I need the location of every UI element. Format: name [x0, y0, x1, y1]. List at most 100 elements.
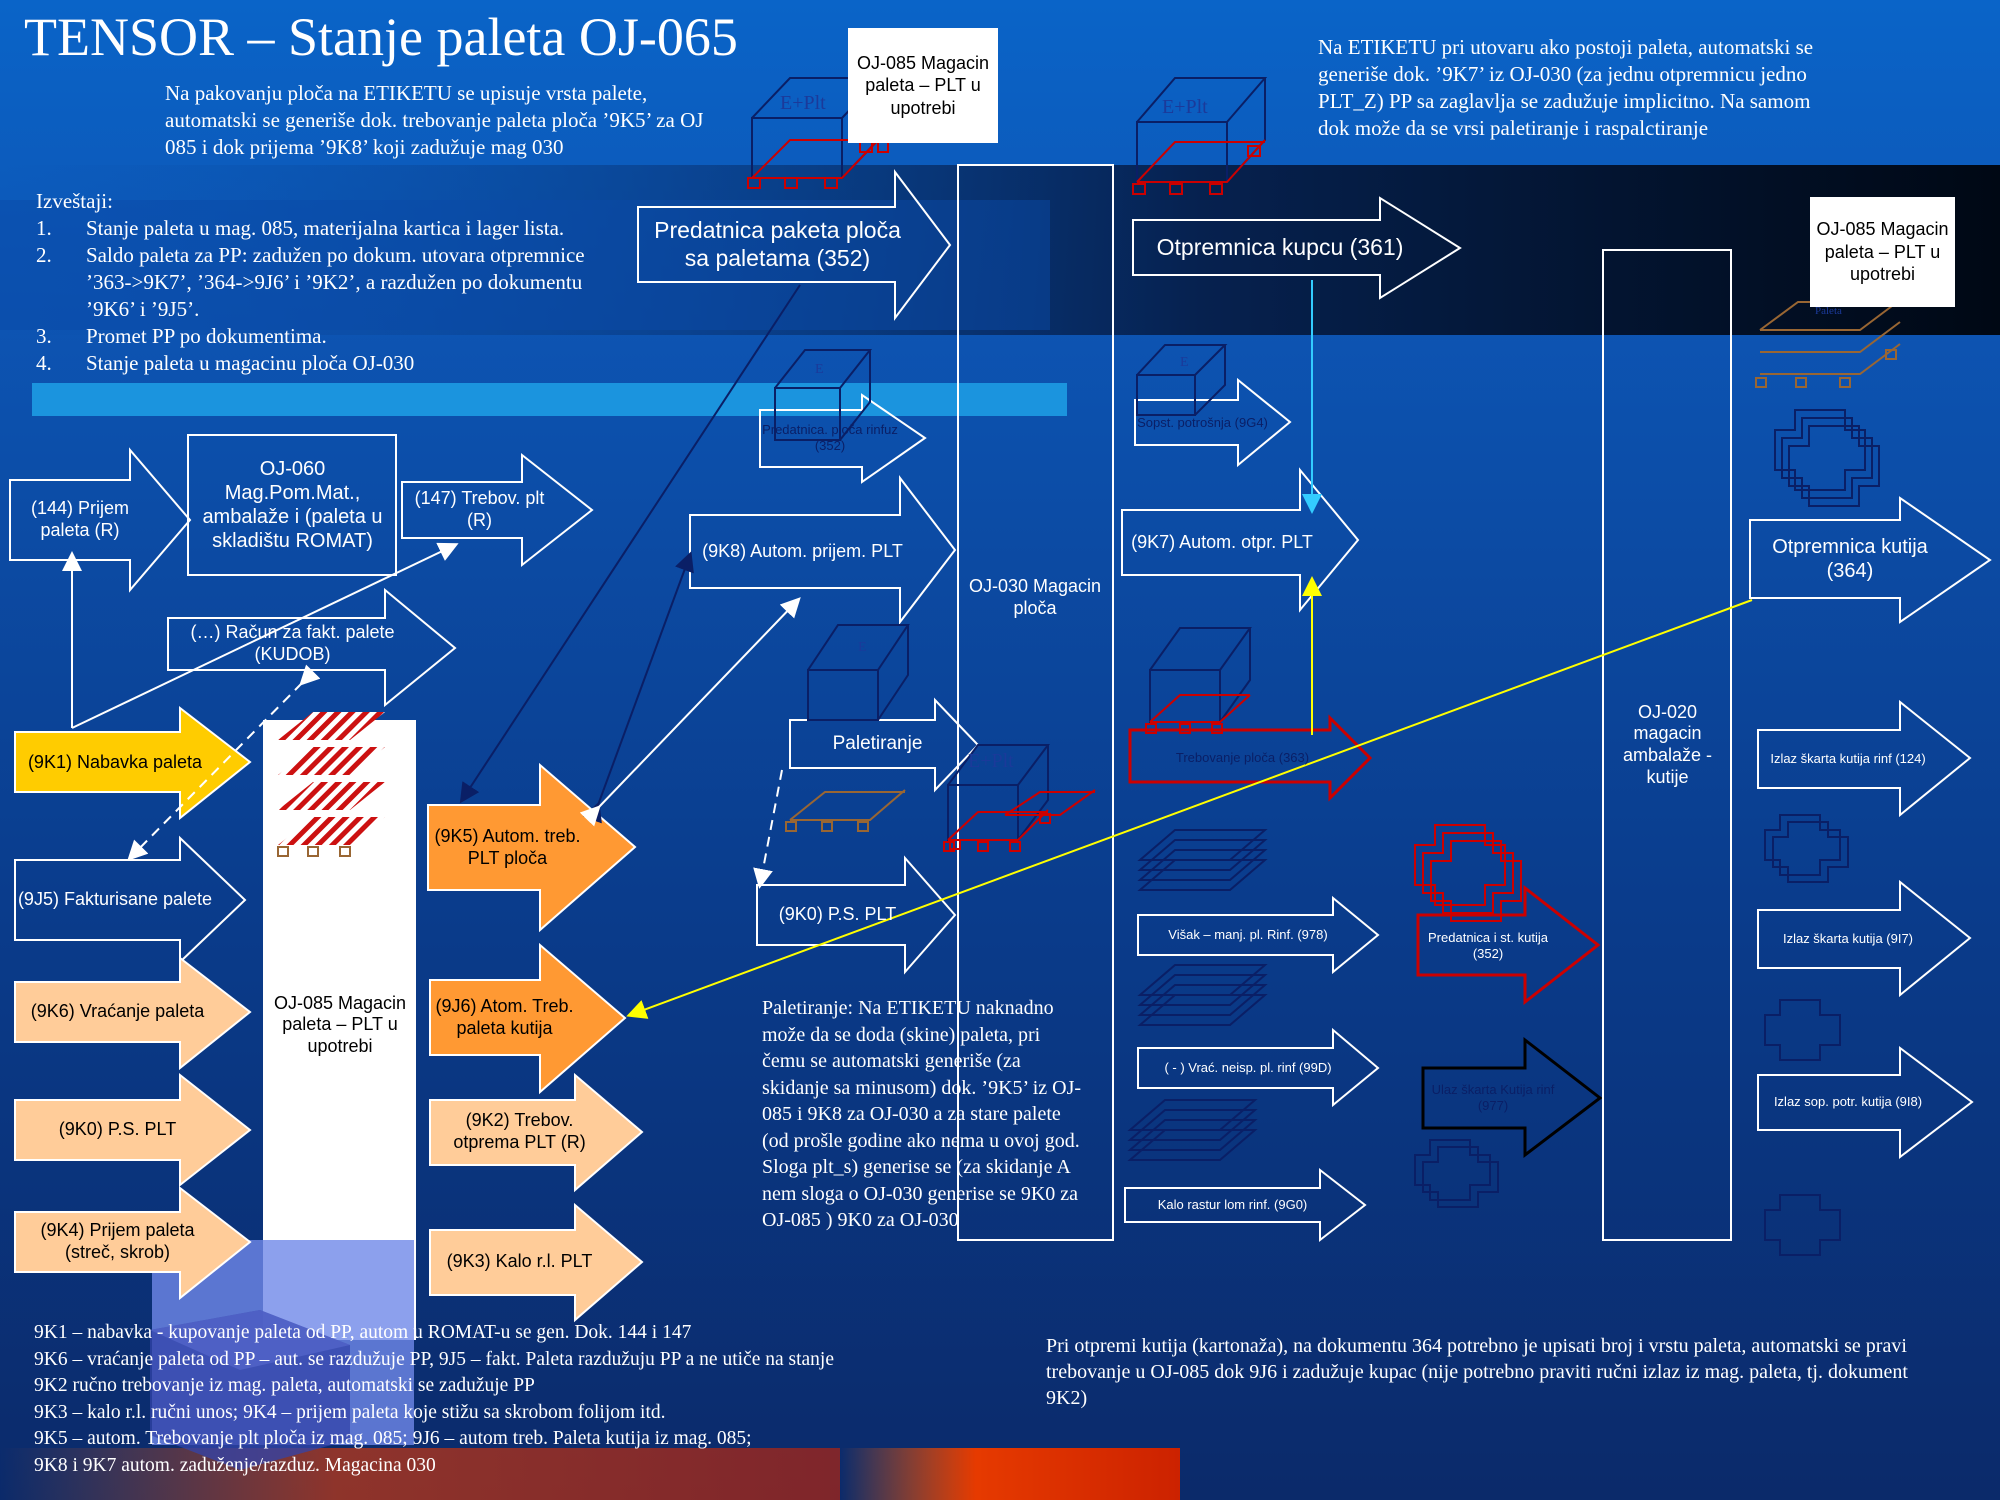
arrow-vrac-label: ( - ) Vrać. neisp. pl. rinf (99D) [1164, 1060, 1332, 1076]
reports-title: Izveštaji: [36, 189, 113, 213]
arrow-racun-label: (…) Račun za fakt. palete (KUDOB) [190, 622, 395, 664]
arrow-izlaz9i8-label: Izlaz sop. potr. kutija (9I8) [1773, 1094, 1923, 1110]
oj030-label: OJ-030 Magacin ploča [968, 575, 1102, 618]
arrow-9j6 [429, 942, 627, 1095]
oj085-top-box: OJ-085 Magacin paleta – PLT u upotrebi [848, 28, 998, 143]
arrow-9k4-label: (9K4) Prijem paleta (streč, skrob) [40, 1220, 195, 1262]
arrow-pred-kutija [1416, 884, 1601, 1006]
arrow-9k3-label: (9K3) Kalo r.l. PLT [446, 1251, 593, 1272]
report-item: Stanje paleta u mag. 085, materijalna ka… [86, 216, 565, 240]
oj085-main-label: OJ-085 Magacin paleta – PLT u upotrebi [273, 992, 407, 1056]
arrow-paletiranje-label: Paletiranje [832, 732, 923, 754]
arrow-352-label: Predatnica paketa ploča sa paletama (352… [654, 217, 901, 271]
box-label: E [858, 640, 867, 655]
arrow-izlaz124 [1757, 699, 1972, 818]
arrow-9k7-label: (9K7) Autom. otpr. PLT [1131, 532, 1313, 553]
pallet-label: E+Plt [780, 92, 826, 114]
arrow-9k1-label: (9K1) Nabavka paleta [27, 751, 203, 772]
carton-icon [1414, 409, 1880, 1256]
pallet-stack-icon [277, 712, 385, 857]
arrow-361 [1132, 196, 1462, 300]
box-icon [774, 344, 1252, 841]
arrow-visak-label: Višak – manj. pl. Rinf. (978) [1168, 927, 1328, 943]
reports-list: Izveštaji: 1.Stanje paleta u mag. 085, m… [36, 188, 596, 377]
arrow-pred-kutija-label: Predatnica i st. kutija (352) [1428, 929, 1548, 961]
arrow-kalo [1124, 1167, 1367, 1243]
arrow-izlaz9i8 [1757, 1046, 1974, 1160]
pallet-label: E+Plt [1162, 96, 1208, 118]
arrow-364 [1749, 496, 1992, 624]
red-bar [840, 1448, 1180, 1500]
oj020-label: OJ-020 magacin ambalaže - kutije [1622, 701, 1713, 787]
paleta-label: Paleta [1815, 305, 1842, 317]
pallet-icon [785, 299, 1901, 832]
arrow-9k0-left-label: (9K0) P.S. PLT [58, 1119, 177, 1140]
arrow-treb363-label: Trebovanje ploča (363) [1175, 749, 1310, 765]
oj085-right-box: OJ-085 Magacin paleta – PLT u upotrebi [1810, 197, 1955, 307]
arrow-9k0-left [14, 1072, 252, 1188]
arrow-izlaz9i7-label: Izlaz škarta kutija (9I7) [1782, 931, 1914, 947]
arrow-ulaz-skarta-label: Ulaz škarta Kutija rinf (977) [1431, 1082, 1555, 1113]
note-paletiranje: Paletiranje: Na ETIKETU naknadno može da… [762, 997, 1082, 1231]
arrow-9k0-mid-label: (9K0) P.S. PLT [778, 904, 897, 925]
arrow-9k2 [429, 1072, 644, 1193]
arrow-144 [9, 447, 192, 593]
arrow-9k6-label: (9K6) Vraćanje paleta [30, 1001, 205, 1022]
box-label: E [1180, 355, 1189, 370]
arrow-paletiranje [789, 697, 980, 793]
arrow-visak [1137, 895, 1380, 975]
arrow-9k2-label: (9K2) Trebov. otprema PLT (R) [453, 1110, 586, 1152]
arrow-144-label: (144) Prijem paleta (R) [30, 498, 130, 540]
arrow-361-label: Otpremnica kupcu (361) [1156, 234, 1404, 261]
legend-item: 9K2 ručno trebovanje iz mag. paleta, aut… [34, 1375, 535, 1396]
carton-icon [1414, 824, 1522, 922]
legend: 9K1 – nabavka - kupovanje paleta od PP, … [34, 1320, 974, 1479]
pallet-icon [1132, 139, 1266, 195]
page-title: TENSOR – Stanje paleta OJ-065 [24, 7, 738, 67]
arrow-147-label: (147) Trebov. plt (R) [414, 488, 545, 530]
arrow-pred-rinf [759, 393, 927, 484]
note-top-center: Na pakovanju ploča na ETIKETU se upisuje… [165, 81, 704, 159]
arrow-9k4 [14, 1185, 252, 1301]
arrow-sopst-label: Sopst. potrošnja (9G4) [1137, 415, 1268, 431]
oj030-box [957, 164, 1114, 1241]
arrow-izlaz124-label: Izlaz škarta kutija rinf (124) [1770, 751, 1926, 767]
arrow-9k8 [689, 475, 957, 625]
note-top-right: Na ETIKETU pri utovaru ako postoji palet… [1318, 35, 1814, 140]
legend-item: 9K5 – autom. Trebovanje plt ploča iz mag… [34, 1428, 752, 1449]
highlight-band [32, 383, 1067, 416]
box-label: E [815, 362, 824, 377]
arrow-9j5-label: (9J5) Fakturisane palete [17, 889, 213, 910]
arrow-izlaz9i7 [1757, 879, 1972, 998]
arrow-147 [401, 452, 594, 568]
pallet-label: E+Plt [968, 750, 1014, 772]
arrow-kalo-label: Kalo rastur lom rinf. (9G0) [1157, 1197, 1308, 1213]
arrow-9k0-mid [756, 855, 957, 975]
report-item: Promet PP po dokumentima. [86, 324, 327, 348]
legend-item: 9K8 i 9K7 autom. zaduženje/razduz. Magac… [34, 1454, 436, 1476]
sheets-icon [1127, 829, 1268, 1161]
arrow-ulaz-skarta [1421, 1036, 1603, 1159]
pallet-icon [949, 789, 1096, 850]
arrow-9j6-label: (9J6) Atom. Treb. paleta kutija [435, 996, 574, 1038]
report-item: Saldo paleta za PP: zadužen po dokum. ut… [86, 243, 585, 321]
arrow-9k6 [14, 955, 252, 1071]
legend-item: 9K6 – vraćanje paleta od PP – aut. se ra… [34, 1348, 834, 1370]
arrow-vrac [1137, 1027, 1380, 1108]
arrow-9k8-label: (9K8) Autom. prijem. PLT [702, 541, 903, 562]
report-item: Stanje paleta u magacinu ploča OJ-030 [86, 351, 415, 375]
arrow-9k7 [1121, 467, 1360, 613]
note-bottom-right: Pri otpremi kutija (kartonaža), na dokum… [1046, 1335, 1908, 1409]
arrow-9k3 [429, 1202, 644, 1323]
oj060-box [187, 434, 397, 576]
oj060-label: OJ-060 Mag.Pom.Mat., ambalaže i (paleta … [202, 458, 383, 552]
logo-cube-icon [150, 1310, 350, 1470]
arrow-364-label: Otpremnica kutija (364) [1772, 536, 1928, 582]
legend-item: 9K1 – nabavka - kupovanje paleta od PP, … [34, 1322, 692, 1343]
arrow-352 [637, 169, 952, 321]
arrow-sopst [1134, 377, 1292, 468]
arrow-treb363 [1128, 714, 1373, 802]
oj020-box [1602, 249, 1732, 1241]
arrow-pred-rinf-label: Predatnica. ploča rinfuz (352) [762, 422, 898, 453]
